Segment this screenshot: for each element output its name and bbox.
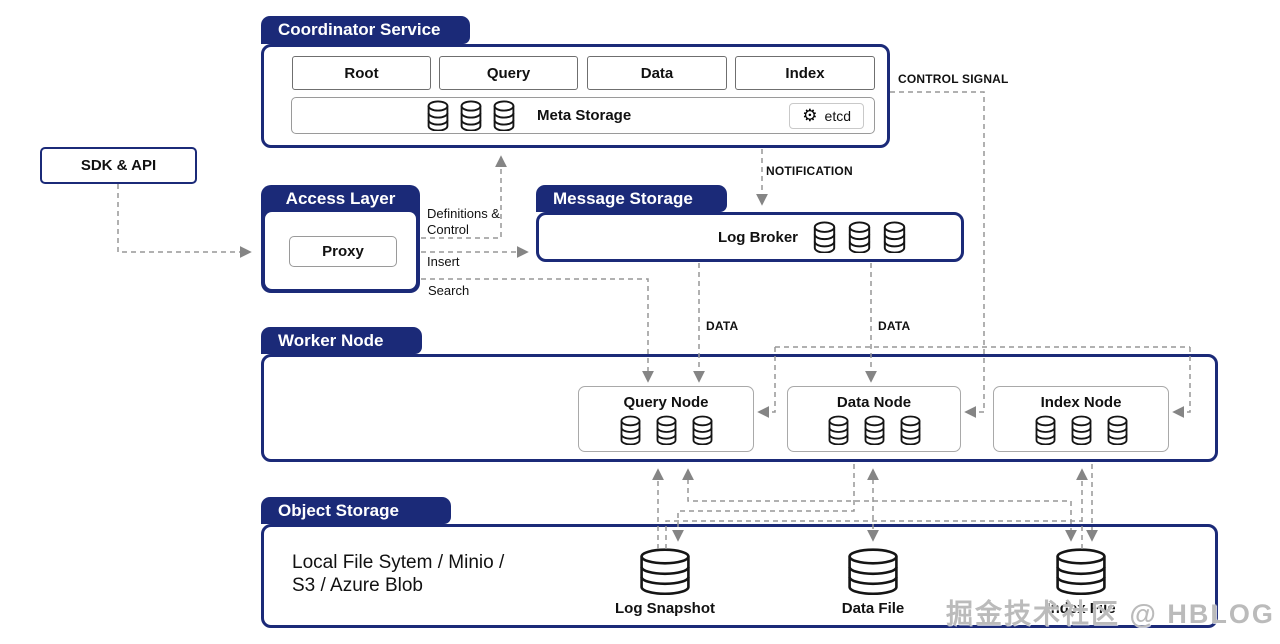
etcd-gear-icon: ⚙ [802, 106, 818, 125]
worker-node-header: Worker Node [261, 327, 422, 354]
storage-backends-text: Local File Sytem / Minio / S3 / Azure Bl… [292, 551, 504, 597]
watermark-text: 掘金技术社区 @ HBLOG [946, 599, 1275, 629]
data-coord-box: Data [587, 56, 727, 90]
access-layer-header: Access Layer [285, 189, 396, 208]
query-node-label: Query Node [623, 394, 709, 411]
notification-label: NOTIFICATION [766, 164, 853, 178]
data-flow-label-right: DATA [878, 319, 911, 333]
meta-storage-row: Meta Storage ⚙ etcd [291, 97, 875, 134]
database-icon [864, 415, 884, 445]
message-storage-header: Message Storage [536, 185, 727, 212]
database-icon [427, 100, 449, 131]
object-storage-header: Object Storage [261, 497, 451, 524]
database-icon [1107, 415, 1127, 445]
index-file-label: Index File [1046, 600, 1116, 617]
data-file-label: Data File [841, 600, 905, 617]
log-snapshot-cylinder-icon [640, 548, 690, 595]
index-file-cylinder-icon [1056, 548, 1106, 595]
database-icon [1071, 415, 1091, 445]
index-node-label: Index Node [1040, 394, 1122, 411]
database-icon [493, 100, 515, 131]
index-node-box: Index Node [993, 386, 1169, 452]
database-icon [1035, 415, 1055, 445]
query-coord-box: Query [439, 56, 578, 90]
data-node-label: Data Node [836, 394, 912, 411]
log-broker-label: Log Broker [717, 228, 798, 246]
database-icon [813, 221, 836, 253]
query-node-box: Query Node [578, 386, 754, 452]
data-node-box: Data Node [787, 386, 961, 452]
database-icon [900, 415, 920, 445]
insert-label: Insert [427, 254, 460, 269]
data-flow-label-left: DATA [706, 319, 739, 333]
edge-sdk-to-access [117, 184, 252, 258]
access-layer-panel: Access Layer [261, 185, 420, 293]
root-coord-box: Root [292, 56, 431, 90]
storage-backends-line2: S3 / Azure Blob [292, 575, 423, 596]
sdk-api-box: SDK & API [40, 147, 197, 184]
database-icon [883, 221, 906, 253]
database-icon [460, 100, 482, 131]
index-coord-box: Index [735, 56, 875, 90]
data-file-cylinder-icon [848, 548, 898, 595]
etcd-badge: ⚙ etcd [789, 102, 864, 129]
database-icon [620, 415, 640, 445]
definitions-control-label: Definitions & Control [427, 206, 500, 237]
search-label: Search [428, 283, 470, 298]
message-storage-panel: Log Broker [536, 212, 964, 262]
coordinator-service-header: Coordinator Service [261, 16, 470, 44]
meta-storage-label: Meta Storage [537, 107, 632, 124]
etcd-label: etcd [824, 107, 851, 124]
database-icon [692, 415, 712, 445]
database-icon [828, 415, 848, 445]
log-snapshot-label: Log Snapshot [615, 600, 715, 617]
database-icon [848, 221, 871, 253]
proxy-box: Proxy [289, 236, 397, 267]
database-icon [656, 415, 676, 445]
storage-backends-line1: Local File Sytem / Minio / [292, 552, 505, 573]
control-signal-label: CONTROL SIGNAL [898, 72, 1009, 86]
